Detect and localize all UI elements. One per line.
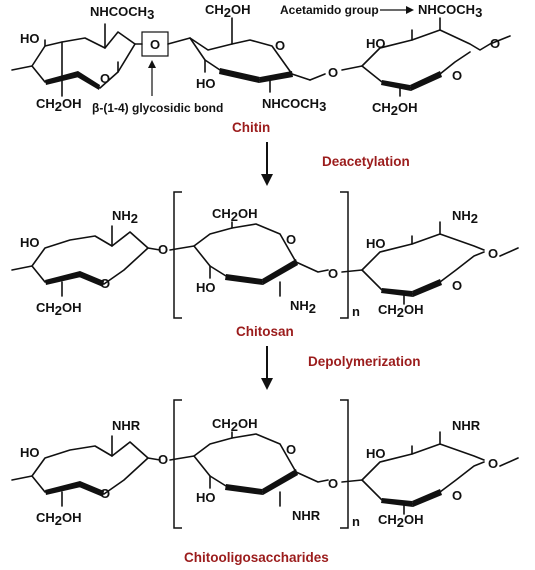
chitin-nhcoch3-1: NHCOCH3 [90,4,154,22]
cos-title: Chitooligosaccharides [184,550,329,565]
chitin-ch2oh-3: CH2OH [372,100,418,118]
chitosan-structure: HO O CH2OH NH2 O n CH2OH O HO NH2 O [11,191,519,339]
cos-ch2oh-2: CH2OH [212,416,258,434]
chitosan-ring-o-2: O [286,232,296,247]
depolymerization-label: Depolymerization [308,354,421,369]
chitin-ho-3: HO [366,36,386,51]
cos-ring-middle [169,431,329,507]
cos-ring-o-1: O [100,486,110,501]
chitosan-glycosidic-o-2: O [328,266,338,281]
chitosan-ring-o-1: O [100,276,110,291]
cos-structure: HO O CH2OH NHR O n CH2OH O HO NHR O [11,399,519,565]
acetamido-group-label: Acetamido group [280,3,379,17]
chitosan-ch2oh-1: CH2OH [36,300,82,318]
cos-ch2oh-3: CH2OH [378,512,424,530]
cos-ring-left [11,435,161,507]
chitin-ho-1: HO [20,31,40,46]
cos-ho-1: HO [20,445,40,460]
chitin-ho-2: HO [196,76,216,91]
chitin-ring-o-3: O [452,68,462,83]
chitosan-bracket-left [173,191,182,319]
chitin-structure: HO O CH2OH NHCOCH3 O CH2OH O HO NHCOCH3 … [11,2,511,135]
chitosan-nh2-3: NH2 [452,208,478,226]
cos-nhr-1: NHR [112,418,141,433]
glycosidic-arrowhead [148,60,156,68]
cos-ho-2: HO [196,490,216,505]
chitin-ring-middle [167,17,326,93]
cos-bracket-right [340,399,349,529]
cos-glycosidic-o-1: O [158,452,168,467]
chitin-title: Chitin [232,120,270,135]
cos-ring-right [341,431,519,515]
chitosan-ring-o-3: O [452,278,462,293]
chitin-ring-o-3b: O [490,36,500,51]
deacetylation-arrowhead [261,174,273,186]
chitin-ring-o-2: O [275,38,285,53]
cos-glycosidic-o-2: O [328,476,338,491]
chitosan-ring-o-3b: O [488,246,498,261]
cos-bracket-left [173,399,182,529]
chitosan-ch2oh-2: CH2OH [212,206,258,224]
cos-ring-o-2: O [286,442,296,457]
chitosan-ring-middle [169,221,329,297]
chitosan-title: Chitosan [236,324,294,339]
depolymerization-arrowhead [261,378,273,390]
cos-nhr-3: NHR [452,418,481,433]
cos-nhr-2: NHR [292,508,321,523]
chitin-ch2oh-1: CH2OH [36,96,82,114]
chitosan-nh2-2: NH2 [290,298,316,316]
cos-ch2oh-1: CH2OH [36,510,82,528]
chitin-nhcoch3-3: NHCOCH3 [418,2,482,20]
cos-ring-o-3: O [452,488,462,503]
chitin-ring-right [341,17,511,97]
chitin-nhcoch3-2: NHCOCH3 [262,96,326,114]
chitin-glycosidic-o-2: O [328,65,338,80]
acetamido-arrowhead [406,6,414,14]
chitosan-ho-3: HO [366,236,386,251]
cos-repeat-n: n [352,514,360,529]
deacetylation-label: Deacetylation [322,154,410,169]
chitin-ch2oh-2: CH2OH [205,2,251,20]
cos-ho-3: HO [366,446,386,461]
chitosan-ring-left [11,225,161,297]
glycosidic-bond-label: β-(1-4) glycosidic bond [92,101,223,115]
chitosan-glycosidic-o-1: O [158,242,168,257]
chitosan-ring-right [341,221,519,305]
cos-ring-o-3b: O [488,456,498,471]
chitosan-bracket-right [340,191,349,319]
chitosan-repeat-n: n [352,304,360,319]
chitin-glycosidic-o: O [150,37,160,52]
chitin-ring-left [11,23,143,97]
chitin-ring-o-1: O [100,71,110,86]
chitosan-ho-2: HO [196,280,216,295]
chitosan-ho-1: HO [20,235,40,250]
chitosan-ch2oh-3: CH2OH [378,302,424,320]
chitosan-nh2-1: NH2 [112,208,138,226]
